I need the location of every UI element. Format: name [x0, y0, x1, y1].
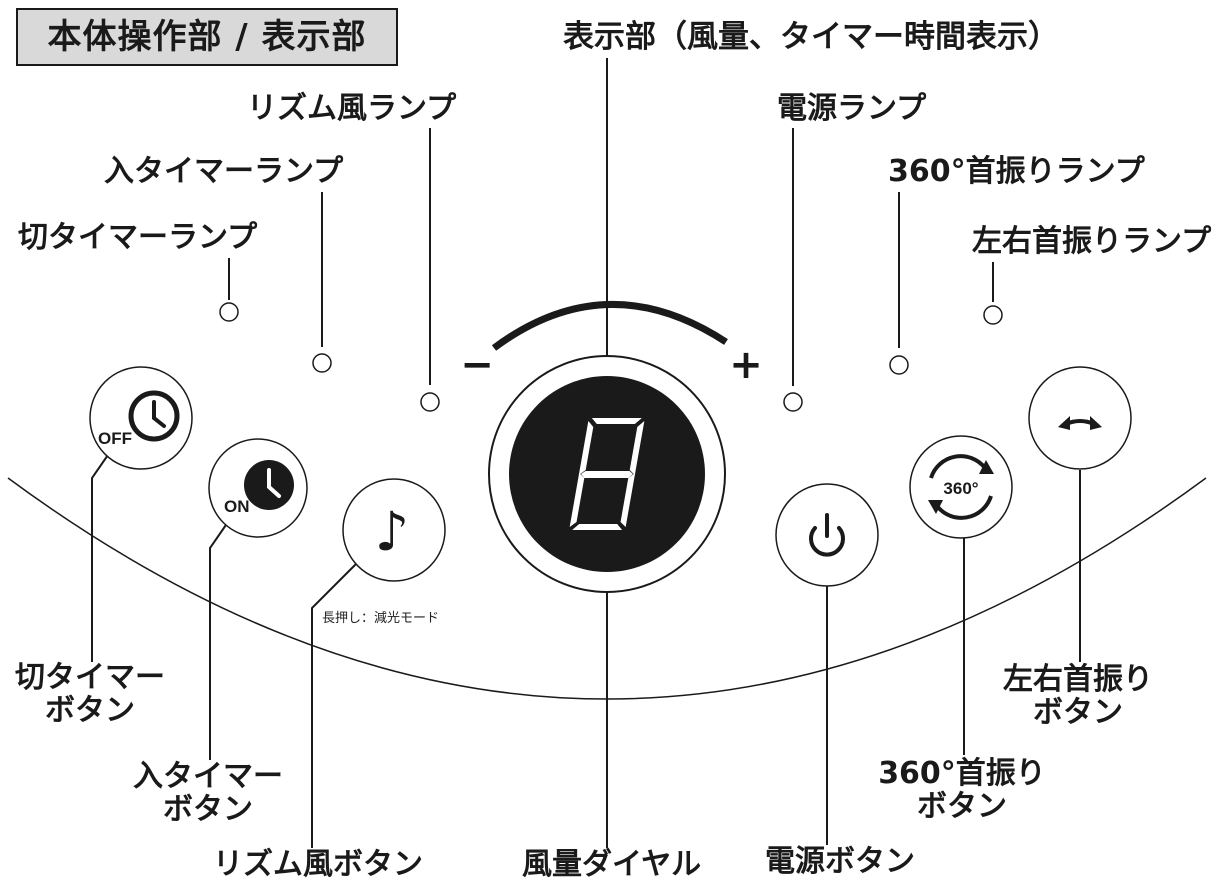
on-button-text: ON — [224, 497, 250, 516]
power-lamp — [783, 392, 803, 412]
rotate-360-icon — [929, 454, 993, 520]
leader-off-timer-button — [91, 451, 111, 662]
label-off-timer-button-line1: 切タイマー — [15, 660, 165, 695]
power-icon — [809, 513, 845, 557]
lr-swing-lamp — [983, 305, 1003, 325]
label-lr-swing-lamp: 左右首振りランプ — [972, 224, 1212, 259]
label-power-lamp: 電源ランプ — [777, 91, 927, 126]
off-button-text: OFF — [98, 429, 132, 448]
left-right-arrow-icon — [1058, 416, 1102, 430]
label-lr-swing-button-line1: 左右首振り — [1003, 662, 1153, 697]
rhythm-lamp — [420, 392, 440, 412]
label-rhythm-lamp: リズム風ランプ — [247, 91, 457, 126]
label-on-timer-lamp: 入タイマーランプ — [104, 154, 344, 189]
label-off-timer-lamp: 切タイマーランプ — [18, 220, 258, 255]
label-on-timer-button: 入タイマー ボタン — [128, 760, 288, 826]
label-swing360-button-line1: 360°首振り — [878, 756, 1046, 791]
rhythm-button — [342, 478, 446, 582]
label-rhythm-button: リズム風ボタン — [213, 847, 423, 882]
label-off-timer-button: 切タイマー ボタン — [10, 661, 170, 727]
music-note-icon: ♪ — [375, 500, 409, 563]
section-title: 本体操作部 / 表示部 — [16, 8, 398, 66]
label-swing360-lamp: 360°首振りランプ — [888, 154, 1145, 189]
label-on-timer-button-line1: 入タイマー — [133, 759, 283, 794]
label-lr-swing-button: 左右首振り ボタン — [988, 663, 1168, 729]
label-off-timer-button-line2: ボタン — [45, 693, 135, 728]
lr-swing-button — [1028, 366, 1132, 470]
on-timer-lamp — [312, 353, 332, 373]
long-press-note: 長押し：減光モード — [322, 611, 440, 626]
leader-on-timer-button — [209, 521, 229, 760]
label-lr-swing-button-line2: ボタン — [1033, 695, 1123, 730]
swing360-button-text: 360° — [943, 479, 978, 498]
dial-plus: + — [729, 342, 763, 388]
rotate-arrowhead-icon-2 — [928, 500, 943, 514]
rotate-arrowhead-icon — [979, 460, 994, 474]
off-timer-lamp — [219, 302, 239, 322]
label-swing360-button: 360°首振り ボタン — [872, 757, 1052, 823]
label-on-timer-button-line2: ボタン — [163, 792, 253, 827]
clock-outline-icon — [128, 390, 180, 442]
label-swing360-button-line2: ボタン — [917, 789, 1007, 824]
dial-minus: − — [460, 342, 494, 388]
label-power-button: 電源ボタン — [765, 844, 915, 879]
label-display: 表示部（風量、タイマー時間表示） — [563, 19, 1059, 55]
leader-rhythm-button — [311, 559, 361, 848]
swing360-lamp — [889, 355, 909, 375]
clock-filled-icon — [244, 460, 294, 510]
seven-segment-digit — [569, 418, 645, 530]
label-fan-dial: 風量ダイヤル — [522, 847, 702, 882]
fan-level-arc — [491, 300, 728, 351]
